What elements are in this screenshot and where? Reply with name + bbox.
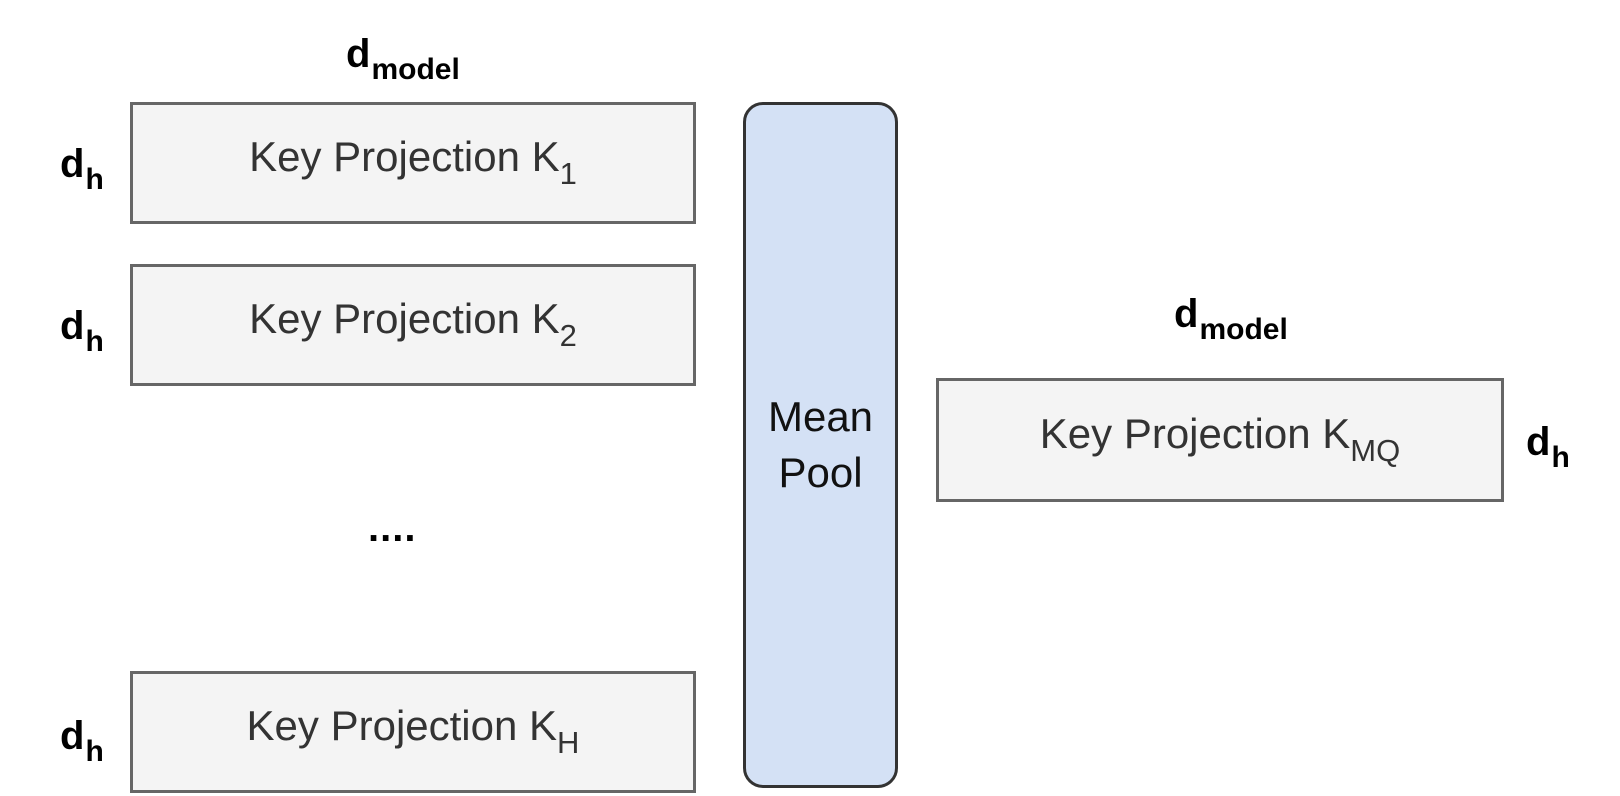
key-projection-box-2: Key Projection K2 [130,264,696,386]
key-projection-box-mq: Key Projection KMQ [936,378,1504,502]
ellipsis: .... [368,506,417,550]
key-projection-box-h: Key Projection KH [130,671,696,793]
mean-pool-box: Mean Pool [743,102,898,788]
right-width-label-sub: model [1199,313,1288,346]
box-2-height-label: dh [60,304,104,357]
box-2-height-label-sub: h [85,325,104,358]
key-projection-box-mq-label: Key Projection KMQ [1039,410,1400,467]
right-width-label-base: d [1174,292,1199,336]
left-width-label-base: d [346,32,371,76]
key-projection-box-2-label: Key Projection K2 [249,295,577,352]
key-projection-box-h-sub: H [557,725,580,760]
box-1-height-label-base: d [60,142,85,186]
key-projection-box-2-sub: 2 [559,318,577,353]
key-projection-box-1: Key Projection K1 [130,102,696,224]
key-projection-box-h-text: Key Projection K [246,702,558,749]
mean-pool-label: Mean Pool [767,393,874,496]
box-1-height-label: dh [60,142,104,195]
key-projection-box-1-text: Key Projection K [249,133,560,180]
key-projection-box-2-text: Key Projection K [249,295,560,342]
box-mq-height-label-sub: h [1551,441,1570,474]
box-mq-height-label-base: d [1526,420,1551,464]
key-projection-box-h-label: Key Projection KH [246,702,580,759]
box-1-height-label-sub: h [85,163,104,196]
box-mq-height-label: dh [1526,420,1570,473]
box-2-height-label-base: d [60,304,85,348]
right-width-label: dmodel [1174,292,1288,345]
key-projection-box-mq-sub: MQ [1350,433,1401,468]
box-h-height-label: dh [60,714,104,767]
box-h-height-label-base: d [60,714,85,758]
key-projection-box-1-label: Key Projection K1 [249,133,577,190]
left-width-label-sub: model [371,53,460,86]
left-width-label: dmodel [346,32,460,85]
key-projection-box-1-sub: 1 [559,156,577,191]
key-projection-box-mq-text: Key Projection K [1039,410,1351,457]
box-h-height-label-sub: h [85,735,104,768]
